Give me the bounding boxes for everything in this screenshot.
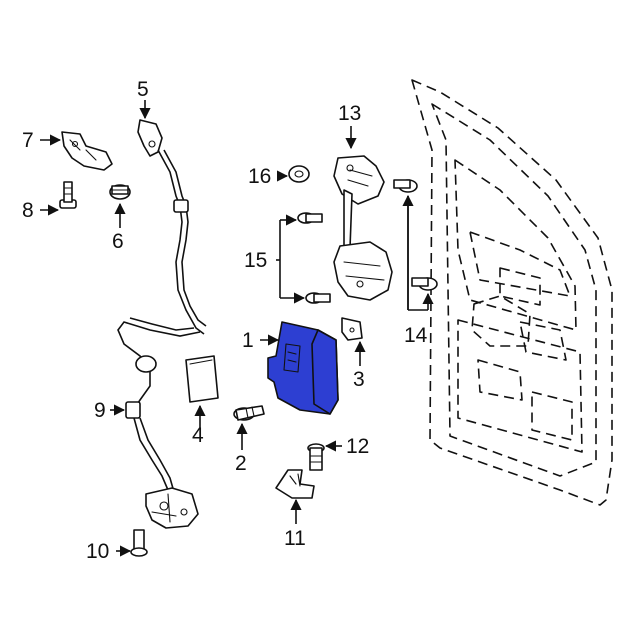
pin-part-10: [130, 529, 148, 557]
callout-10: 10: [86, 540, 109, 563]
clip-part-3: [341, 317, 363, 341]
bolt-part-6: [109, 184, 131, 200]
bracket-part-11: [275, 469, 315, 499]
callout-2: 2: [235, 452, 247, 475]
callout-7: 7: [22, 129, 34, 152]
callout-1: 1: [242, 329, 254, 352]
callout-13: 13: [338, 102, 361, 125]
callout-16: 16: [248, 165, 271, 188]
lock-actuator-part-1: [267, 321, 339, 415]
screw-part-2: [233, 405, 265, 421]
callout-6: 6: [112, 230, 124, 253]
door-panel-outline: [411, 79, 613, 506]
callout-11: 11: [284, 527, 306, 550]
bracket-part-7: [61, 131, 113, 171]
callout-5: 5: [137, 78, 149, 101]
callout-8: 8: [22, 199, 34, 222]
callout-3: 3: [353, 368, 365, 391]
cable-part-9: [117, 317, 201, 529]
callout-9: 9: [94, 399, 106, 422]
striker-part-13: [333, 155, 393, 301]
washer-part-16: [288, 165, 310, 183]
cable-part-5: [137, 119, 207, 335]
callout-4: 4: [192, 424, 204, 447]
callout-15: 15: [244, 249, 267, 272]
screws-part-15: [297, 212, 331, 304]
callout-labels: 5 7 8 6 9 10 4 1 2 3 11 12 13 16 15 14: [22, 78, 428, 563]
bolt-part-8: [59, 181, 77, 209]
bolts-part-14: [393, 179, 438, 291]
leader-lines: [40, 100, 434, 557]
callout-12: 12: [346, 435, 369, 458]
pad-part-4: [185, 355, 219, 403]
stud-part-12: [307, 443, 325, 471]
callout-14: 14: [404, 324, 428, 347]
